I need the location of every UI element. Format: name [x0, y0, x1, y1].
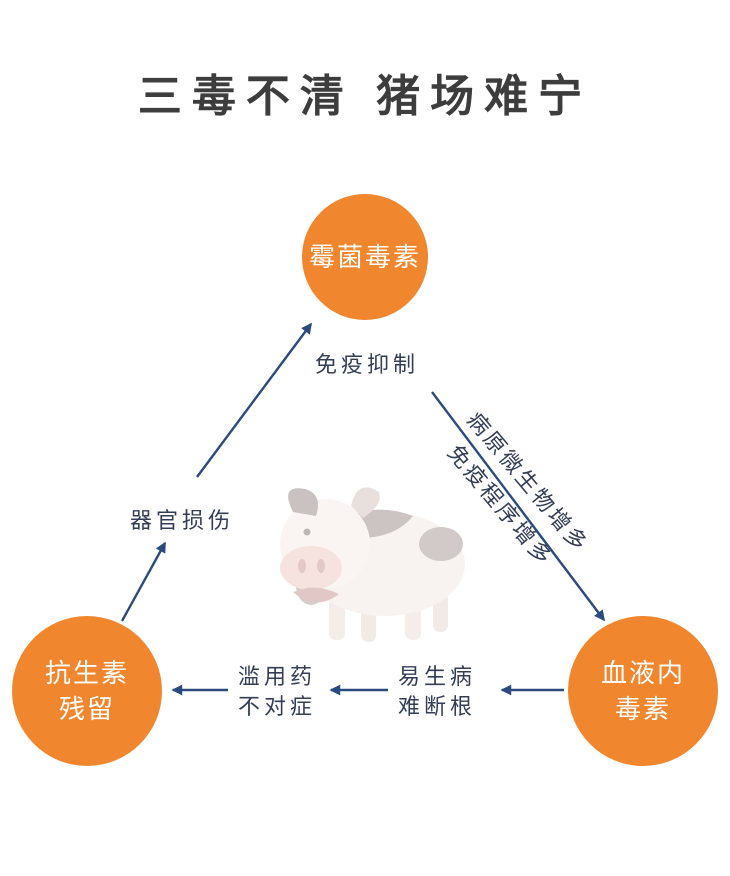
piglet-image	[263, 472, 473, 652]
node-antibiotic-residue-line1: 抗生素	[44, 658, 129, 688]
node-blood-endotoxin-line1: 血液内	[600, 658, 685, 688]
label-drug-misuse-line2: 不对症	[237, 694, 316, 719]
label-organ-damage: 器官损伤	[129, 508, 234, 533]
node-antibiotic-residue: 抗生素 残留	[12, 616, 162, 766]
label-easy-sick: 易生病 难断根	[357, 662, 517, 722]
arrow-antibiotic-to-organdamage	[120, 541, 167, 622]
label-immune-suppression: 免疫抑制	[314, 352, 419, 377]
node-antibiotic-residue-label: 抗生素 残留	[45, 655, 129, 727]
label-easy-sick-line1: 易生病	[397, 664, 476, 689]
label-drug-misuse-line1: 滥用药	[237, 664, 316, 689]
label-drug-misuse: 滥用药 不对症	[197, 662, 357, 722]
node-blood-endotoxin-label: 血液内 毒素	[601, 655, 685, 727]
node-blood-endotoxin-line2: 毒素	[614, 694, 671, 724]
node-antibiotic-residue-line2: 残留	[58, 694, 115, 724]
label-easy-sick-line2: 难断根	[397, 694, 476, 719]
arrow-moldtoxin-to-endotoxin	[431, 391, 605, 622]
page-title: 三毒不清 猪场难宁	[137, 72, 593, 121]
node-mold-toxin: 霉菌毒素	[302, 194, 428, 320]
node-mold-toxin-label: 霉菌毒素	[308, 242, 421, 272]
arrow-organdamage-to-moldtoxin	[196, 322, 312, 478]
node-blood-endotoxin: 血液内 毒素	[568, 616, 718, 766]
